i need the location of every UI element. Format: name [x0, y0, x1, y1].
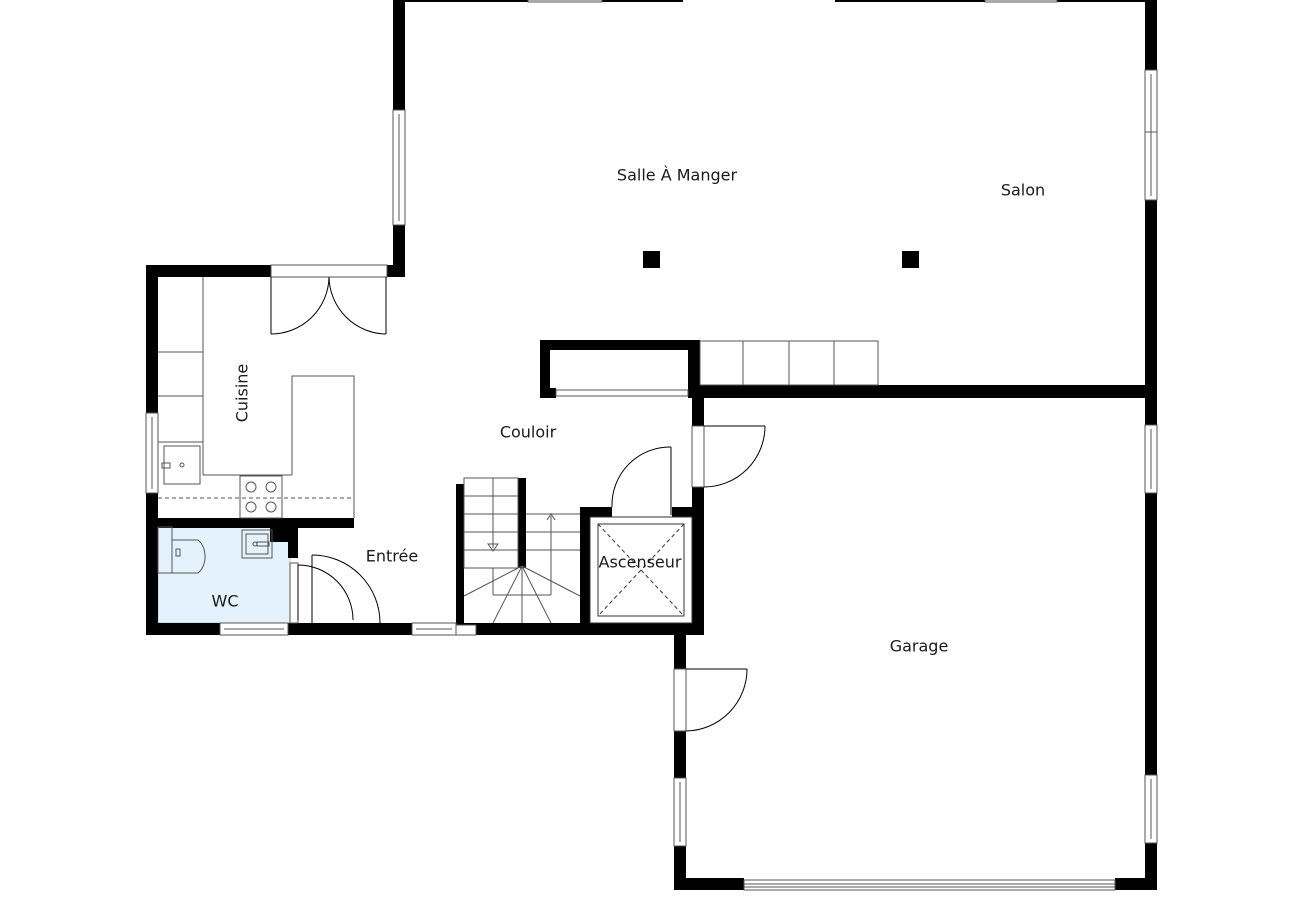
- doors: [270, 276, 766, 732]
- column: [902, 251, 919, 268]
- storage-units: [699, 340, 879, 386]
- room-label-salle-a-manger: Salle À Manger: [616, 165, 738, 185]
- column: [643, 251, 660, 268]
- room-label-salon: Salon: [1000, 180, 1046, 200]
- room-label-entree: Entrée: [365, 546, 419, 566]
- kitchen-counters: [158, 277, 355, 519]
- room-label-couloir: Couloir: [499, 422, 557, 442]
- wc-fixtures: [157, 526, 273, 574]
- staircase[interactable]: [455, 477, 581, 636]
- walls: [146, 0, 1157, 890]
- room-label-garage: Garage: [889, 636, 949, 656]
- elevator: [589, 516, 693, 624]
- windows: [145, 69, 1158, 891]
- room-label-wc: WC: [211, 591, 239, 611]
- room-label-ascenseur: Ascenseur: [598, 552, 682, 572]
- room-label-cuisine: Cuisine: [232, 363, 252, 423]
